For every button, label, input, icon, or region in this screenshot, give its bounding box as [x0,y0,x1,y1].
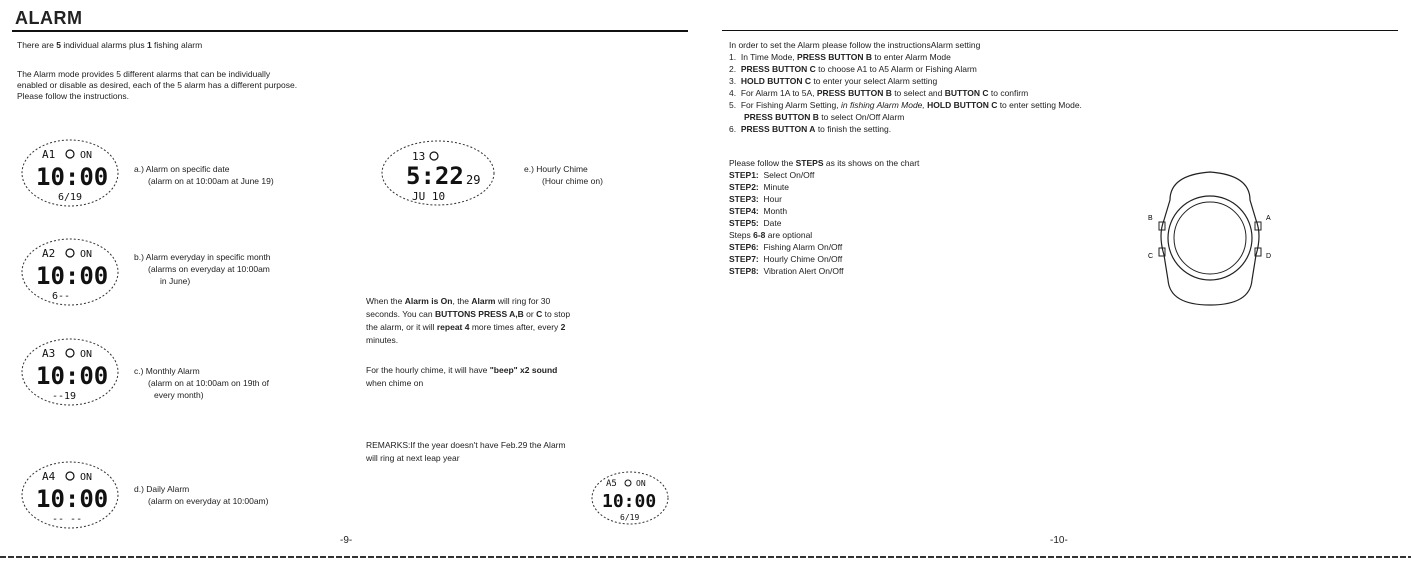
lcd-time: 10:00 [36,485,108,513]
lcd-bottom: JU 10 [412,190,445,203]
lcd-time: 10:00 [602,491,656,512]
step-5: 5. For Fishing Alarm Setting, in fishing… [729,100,1082,110]
alarm-b-desc-1: (alarms on everyday at 10:00am [148,264,270,274]
intro-line-3: enabled or disable as desired, each of t… [17,80,298,90]
alarm-c-title: c.) Monthly Alarm [134,366,200,376]
bottom-rule [0,556,1411,558]
right-top-rule [722,30,1398,31]
alarm-a-desc: (alarm on at 10:00am at June 19) [148,176,274,186]
lcd-alarm-c: A3 ON 10:00 --19 [20,337,120,407]
alarm-e-desc: (Hour chime on) [542,176,603,186]
alarm-d-title: d.) Daily Alarm [134,484,190,494]
lcd-bottom: 6-- [52,291,70,302]
step-5-line-2: PRESS BUTTON B to select On/Off Alarm [744,112,905,122]
page-title: ALARM [15,8,83,28]
lcd-seconds: 29 [466,173,480,187]
button-c-label: C [1148,253,1153,260]
lcd-top-label: A5 [606,479,617,489]
lcd-bottom: -- -- [52,514,82,525]
lcd-onoff: ON [80,472,92,483]
chime-line-2: when chime on [366,378,424,388]
bell-icon [429,151,439,161]
intro-line-1: There are 5 individual alarms plus 1 fis… [17,40,203,50]
alarm-b-title: b.) Alarm everyday in specific month [134,252,271,262]
step-list-5: STEP5: Date [729,218,782,228]
step-2: 2. PRESS BUTTON C to choose A1 to A5 Ala… [729,64,977,74]
bell-icon [65,248,75,258]
bell-icon [65,149,75,159]
alarm-ring-line-4: minutes. [366,335,399,345]
alarm-d-desc: (alarm on everyday at 10:00am) [148,496,269,506]
step-list-1: STEP1: Select On/Off [729,170,815,180]
setting-intro: In order to set the Alarm please follow … [729,40,981,50]
chart-intro: Please follow the STEPS as its shows on … [729,158,920,168]
alarm-ring-line-1: When the Alarm is On, the Alarm will rin… [366,296,551,306]
step-list-7: STEP7: Hourly Chime On/Off [729,254,843,264]
alarm-c-desc-2: every month) [154,390,204,400]
lcd-alarm-b: A2 ON 10:00 6-- [20,237,120,307]
alarm-b-desc-2: in June) [160,276,191,286]
lcd-hourly-chime: 13 5:22 29 JU 10 [378,138,498,208]
lcd-top-label: A4 [42,470,56,483]
step-list-2: STEP2: Minute [729,182,790,192]
lcd-bottom: --19 [52,391,76,402]
lcd-onoff: ON [80,249,92,260]
lcd-bottom: 6/19 [58,192,82,203]
lcd-top-label: A2 [42,247,55,260]
button-b-label: B [1148,215,1153,222]
lcd-remark: A5 ON 10:00 6/19 [590,470,670,526]
lcd-time: 10:00 [36,262,108,290]
intro-line-2: The Alarm mode provides 5 different alar… [17,69,271,79]
alarm-ring-line-3: the alarm, or it will repeat 4 more time… [366,322,566,332]
lcd-alarm-a: A1 ON 10:00 6/19 [20,138,120,208]
lcd-onoff: ON [80,150,92,161]
bell-icon [624,479,632,487]
step-list-4: STEP4: Month [729,206,788,216]
step-4: 4. For Alarm 1A to 5A, PRESS BUTTON B to… [729,88,1029,98]
button-d-label: D [1266,253,1271,260]
lcd-top-label: A1 [42,148,55,161]
optional-note: Steps 6-8 are optional [729,230,813,240]
page-number-right: -10- [1050,535,1068,546]
lcd-onoff: ON [636,479,646,488]
intro-line-4: Please follow the instructions. [17,91,129,101]
step-list-8: STEP8: Vibration Alert On/Off [729,266,844,276]
bell-icon [65,471,75,481]
lcd-time: 10:00 [36,362,108,390]
step-6: 6. PRESS BUTTON A to finish the setting. [729,124,892,134]
lcd-top-label: 13 [412,150,425,163]
step-list-3: STEP3: Hour [729,194,782,204]
button-a-label: A [1266,215,1271,222]
lcd-onoff: ON [80,349,92,360]
alarm-e-title: e.) Hourly Chime [524,164,588,174]
step-1: 1. In Time Mode, PRESS BUTTON B to enter… [729,52,951,62]
remarks-line-1: REMARKS:If the year doesn't have Feb.29 … [366,440,566,450]
step-3: 3. HOLD BUTTON C to enter your select Al… [729,76,938,86]
lcd-time: 10:00 [36,163,108,191]
alarm-c-desc-1: (alarm on at 10:00am on 19th of [148,378,269,388]
watch-diagram: B A C D [1140,160,1280,310]
bell-icon [65,348,75,358]
page-number-left: -9- [340,535,353,546]
step-list-6: STEP6: Fishing Alarm On/Off [729,242,843,252]
remarks-line-2: will ring at next leap year [366,453,460,463]
alarm-ring-line-2: seconds. You can BUTTONS PRESS A,B or C … [366,309,571,319]
lcd-top-label: A3 [42,347,55,360]
lcd-bottom: 6/19 [620,513,639,522]
title-rule [12,30,688,32]
lcd-time: 5:22 [406,162,464,190]
chime-line-1: For the hourly chime, it will have "beep… [366,365,558,375]
alarm-a-title: a.) Alarm on specific date [134,164,230,174]
lcd-alarm-d: A4 ON 10:00 -- -- [20,460,120,530]
